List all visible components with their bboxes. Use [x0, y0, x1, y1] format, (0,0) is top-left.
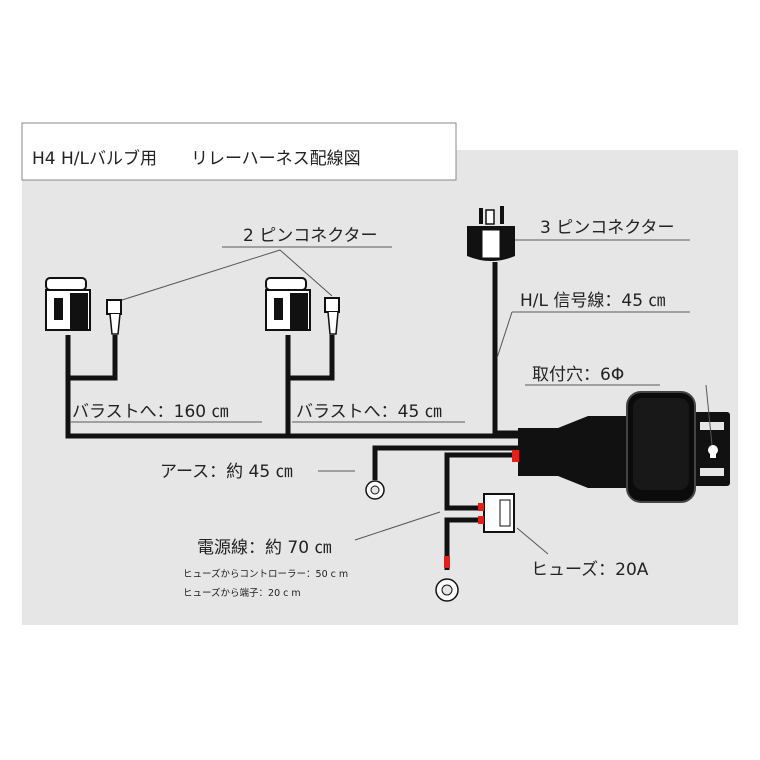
power-ring-terminal	[435, 556, 459, 602]
three-pin-h4-connector	[467, 206, 515, 261]
label-three-pin-connector: 3 ピンコネクター	[540, 218, 675, 238]
label-fuse: ヒューズ：20A	[531, 560, 649, 580]
bulb-connector-left	[45, 277, 91, 331]
two-pin-connector-left	[106, 299, 122, 335]
fuse-holder	[478, 493, 515, 533]
label-power-wire: 電源線：約 70 ㎝	[197, 538, 331, 558]
label-fuse-to-terminal: ヒューズから端子：20 c m	[183, 587, 301, 599]
label-earth-wire: アース：約 45 ㎝	[160, 462, 293, 482]
label-ballast-45: バラストへ：45 ㎝	[296, 402, 442, 422]
label-mount-hole: 取付穴：6Φ	[532, 365, 624, 385]
label-ballast-160: バラストへ：160 ㎝	[72, 402, 229, 422]
label-two-pin-connector: 2 ピンコネクター	[243, 226, 378, 246]
harness-wires	[65, 262, 520, 570]
diagram-title: H4 H/Lバルブ用 リレーハーネス配線図	[32, 148, 361, 169]
two-pin-connector-middle	[324, 297, 340, 335]
leader-lines	[70, 239, 713, 555]
label-fuse-to-controller: ヒューズからコントローラー：50 c m	[183, 568, 348, 580]
bulb-connector-middle	[265, 277, 311, 331]
relay-unit	[512, 391, 730, 503]
title-box: H4 H/Lバルブ用 リレーハーネス配線図	[21, 122, 457, 181]
label-hl-signal-wire: H/L 信号線：45 ㎝	[520, 291, 665, 311]
diagram-background	[22, 150, 738, 625]
